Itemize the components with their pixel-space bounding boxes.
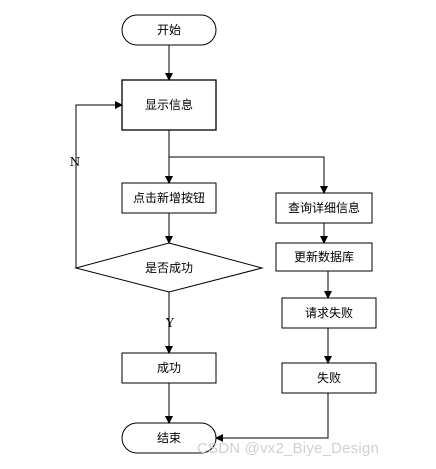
- click-add-label: 点击新增按钮: [132, 191, 205, 205]
- update-db-label: 更新数据库: [293, 250, 354, 264]
- fail-label: 失败: [316, 371, 341, 385]
- start-label: 开始: [156, 23, 181, 37]
- edge-decision-no-loop: [75, 101, 123, 268]
- edge-fail-to-end: [215, 393, 329, 442]
- edge-show-to-query: [169, 156, 328, 194]
- update-db-box: [275, 242, 373, 272]
- query-detail-label: 查询详细信息: [287, 201, 360, 215]
- edge-label-yes: Y: [166, 316, 174, 330]
- request-fail-label: 请求失败: [304, 306, 353, 320]
- is-success-label: 是否成功: [144, 261, 193, 275]
- watermark: CSDN @vx2_Biye_Design: [197, 440, 379, 457]
- show-info-label: 显示信息: [144, 98, 193, 112]
- success-label: 成功: [156, 361, 181, 375]
- end-label: 结束: [156, 431, 181, 445]
- edge-label-no: N: [69, 155, 81, 169]
- show-info-box: [121, 79, 217, 131]
